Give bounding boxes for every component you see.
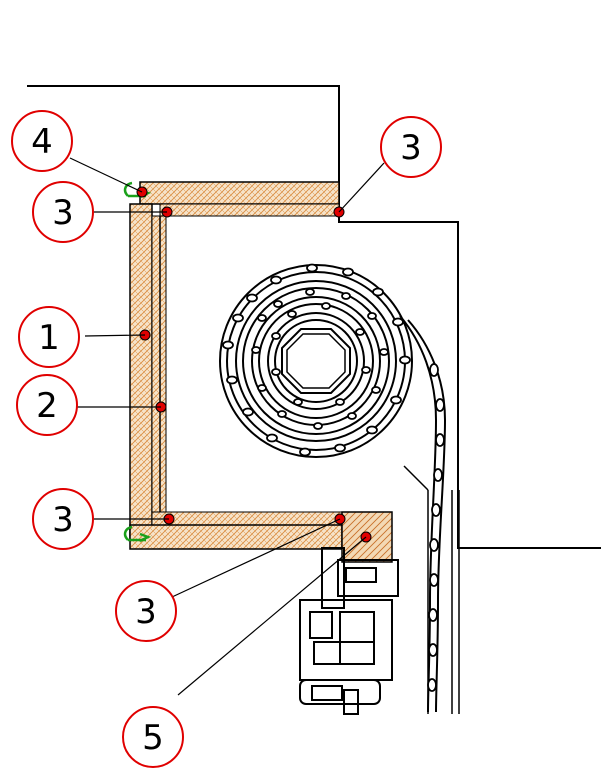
svg-text:1: 1 xyxy=(38,318,60,358)
callout-3-lower-left: 3 xyxy=(32,488,94,550)
callout-3-top-right: 3 xyxy=(380,116,442,178)
callout-1: 1 xyxy=(18,306,80,368)
callout-3-upper-left: 3 xyxy=(32,181,94,243)
wall-outline xyxy=(27,85,601,549)
insulation-boards xyxy=(129,181,393,563)
left-board xyxy=(129,203,153,539)
top-inner-board xyxy=(159,203,340,217)
window-frame-profile xyxy=(299,547,399,715)
callouts: 4 3 3 1 2 3 3 5 xyxy=(11,110,442,768)
bottom-board xyxy=(129,524,343,550)
top-board xyxy=(139,181,340,205)
leader-lines xyxy=(69,157,385,696)
bottom-inner-board xyxy=(151,511,343,526)
callout-2: 2 xyxy=(16,374,78,436)
svg-text:3: 3 xyxy=(135,592,157,632)
svg-text:3: 3 xyxy=(400,128,422,168)
svg-text:2: 2 xyxy=(36,386,58,426)
svg-text:4: 4 xyxy=(31,122,53,162)
callout-4: 4 xyxy=(11,110,73,172)
guide-rail xyxy=(403,465,460,714)
octagonal-shaft xyxy=(281,328,351,394)
svg-text:3: 3 xyxy=(52,193,74,233)
left-inner-board xyxy=(151,215,167,513)
callout-5: 5 xyxy=(122,706,184,768)
slat-hinges xyxy=(222,263,411,457)
octagonal-shaft-inner xyxy=(286,333,346,389)
svg-text:3: 3 xyxy=(52,500,74,540)
callout-3-bottom: 3 xyxy=(115,580,177,642)
svg-text:5: 5 xyxy=(142,718,164,758)
curtain-slats xyxy=(427,363,445,692)
